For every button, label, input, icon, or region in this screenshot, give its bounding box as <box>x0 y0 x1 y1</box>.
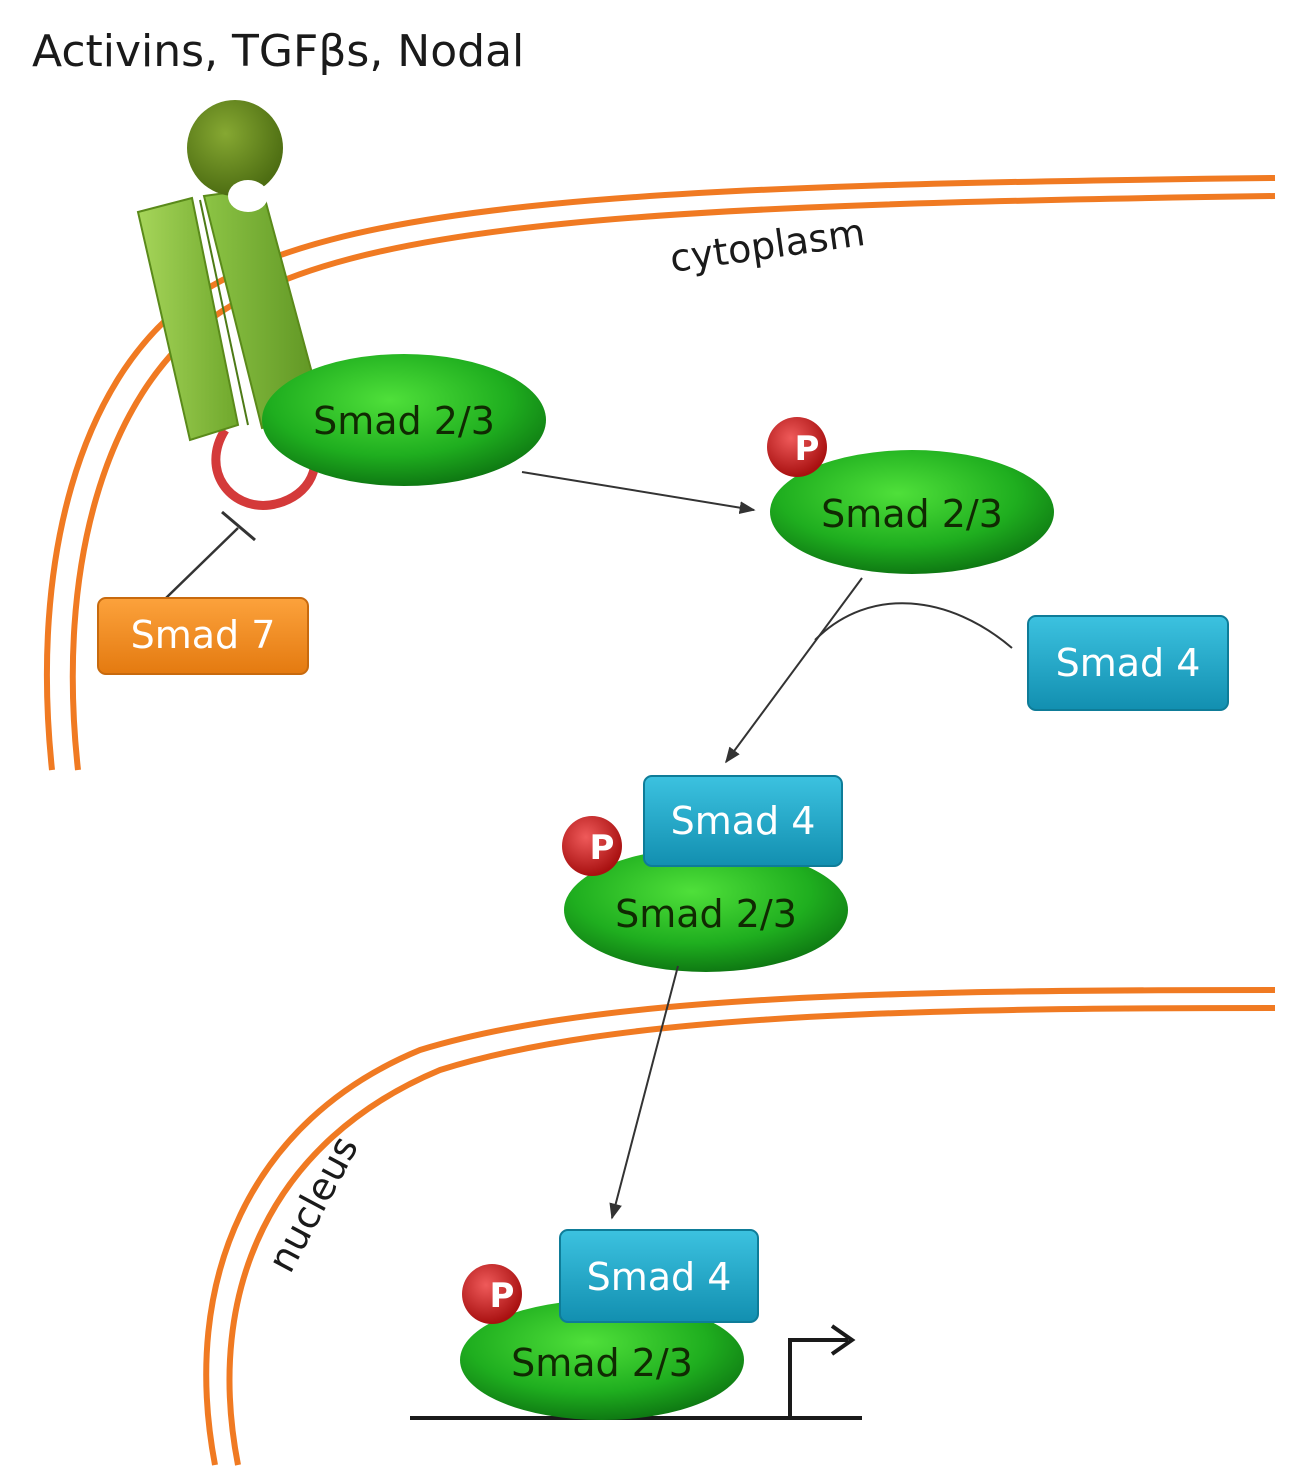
phosphate-label: P <box>795 429 820 469</box>
smad-complex-cytoplasm: Smad 4 Smad 2/3 P <box>562 775 848 972</box>
smad4-binding-curve <box>814 602 1013 649</box>
smad23-phosphorylated: Smad 2/3 P <box>767 417 1054 574</box>
smad4-free-label: Smad 4 <box>1056 641 1201 685</box>
ligand-ball-icon <box>187 100 283 196</box>
phosphate-icon <box>462 1264 522 1324</box>
arrow-nuclear-translocation <box>609 965 679 1220</box>
smad23-receptor-bound: Smad 2/3 <box>262 354 546 486</box>
smad4-complex-label: Smad 4 <box>671 799 816 843</box>
smad-complex-nucleus: Smad 4 Smad 2/3 P <box>460 1229 759 1420</box>
diagram-title: Activins, TGFβs, Nodal <box>32 26 524 77</box>
smad7-box: Smad 7 <box>97 597 309 675</box>
smad23-nuclear-label: Smad 2/3 <box>511 1341 693 1385</box>
phosphate-icon <box>767 417 827 477</box>
smad23-receptor-bound-label: Smad 2/3 <box>313 399 495 443</box>
phosphate-label: P <box>490 1276 515 1316</box>
phosphate-icon <box>562 816 622 876</box>
cytoplasm-label: cytoplasm <box>667 210 868 281</box>
ligand <box>187 100 283 212</box>
smad23-complex-label: Smad 2/3 <box>615 892 797 936</box>
receptor-subunit-left <box>136 196 240 442</box>
smad7-inhibition <box>165 510 256 599</box>
arrow-complex-formation <box>725 577 863 764</box>
nuclear-membrane <box>203 987 1276 1466</box>
smad4-free-box: Smad 4 <box>1027 615 1229 711</box>
arrow-phosphorylation <box>521 471 756 514</box>
phosphate-label: P <box>590 828 615 868</box>
transcription-start-arrow-icon <box>830 1324 856 1356</box>
smad23-phosphorylated-label: Smad 2/3 <box>821 492 1003 536</box>
smad4-nuclear-label: Smad 4 <box>587 1255 732 1299</box>
smad7-label: Smad 7 <box>131 613 276 657</box>
